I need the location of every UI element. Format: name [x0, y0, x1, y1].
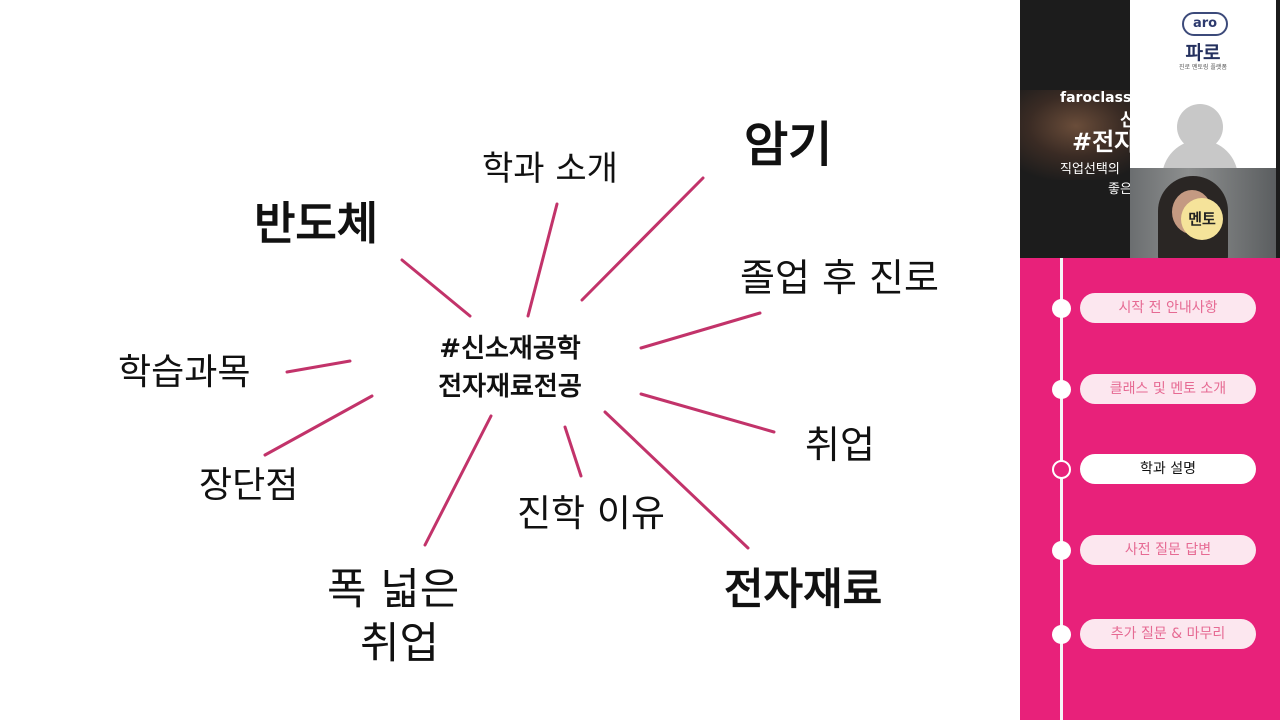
spoke-reason: [563, 425, 583, 478]
agenda-step-label: 클래스 및 멘토 소개: [1080, 374, 1256, 404]
center-topic-line2: 전자재료전공: [438, 372, 582, 402]
spoke-memorization: [580, 176, 705, 302]
agenda-step-label: 추가 질문 & 마무리: [1080, 619, 1256, 649]
agenda-step-4[interactable]: 사전 질문 답변: [1020, 533, 1280, 567]
banner-line2: #전자: [1072, 128, 1137, 156]
agenda-step-1[interactable]: 시작 전 안내사항: [1020, 291, 1280, 325]
spoke-pros-cons: [263, 394, 374, 457]
keyword-employment: 취업: [805, 423, 875, 467]
spoke-electronic-materials: [603, 410, 750, 550]
keyword-reason-for-enrollment: 진학 이유: [517, 492, 665, 535]
center-topic-line1: #신소재공학: [439, 334, 581, 364]
timeline-dot: [1052, 380, 1071, 399]
keyword-broad-employment-line2: 취업: [360, 619, 440, 669]
agenda-step-label: 시작 전 안내사항: [1080, 293, 1256, 323]
mind-map-spokes: [263, 176, 776, 550]
keyword-semiconductor: 반도체: [254, 197, 379, 250]
keyword-dept-intro: 학과 소개: [482, 149, 618, 189]
keyword-memorization: 암기: [744, 117, 833, 173]
timeline-dot: [1052, 299, 1071, 318]
agenda-step-label: 사전 질문 답변: [1080, 535, 1256, 565]
agenda-step-label-active: 학과 설명: [1080, 454, 1256, 484]
faro-logo: aro: [1182, 12, 1228, 36]
agenda-timeline: 시작 전 안내사항 클래스 및 멘토 소개 학과 설명 사전 질문 답변 추가 …: [1020, 258, 1280, 720]
timeline-line: [1060, 258, 1063, 720]
spoke-employment: [639, 392, 776, 434]
avatar-body-icon: [1162, 140, 1238, 168]
banner-line3: 직업선택의: [1060, 162, 1120, 177]
avatar-placeholder: [1130, 0, 1276, 168]
keyword-electronic-materials: 전자재료: [724, 565, 883, 615]
center-topic: #신소재공학 전자재료전공: [395, 330, 625, 406]
right-side-panel: faroclass 신소 #전자 직업선택의 좋은 aro 파로 진로 멘토링 …: [1020, 0, 1280, 720]
agenda-step-2[interactable]: 클래스 및 멘토 소개: [1020, 372, 1280, 406]
keyword-broad-employment-line1: 폭 넓은: [327, 565, 460, 615]
faro-tagline: 진로 멘토링 플랫폼: [1179, 64, 1227, 71]
timeline-dot-active: [1052, 460, 1071, 479]
timeline-dot: [1052, 625, 1071, 644]
timeline-dot: [1052, 541, 1071, 560]
keyword-courses: 학습과목: [118, 352, 251, 393]
faro-name: 파로: [1185, 42, 1221, 64]
banner-line4: 좋은: [1108, 182, 1132, 197]
faro-participant-tile[interactable]: aro 파로 진로 멘토링 플랫폼: [1130, 0, 1276, 168]
mentor-badge: 멘토: [1181, 198, 1223, 240]
agenda-step-5[interactable]: 추가 질문 & 마무리: [1020, 617, 1280, 651]
spoke-career: [639, 311, 762, 350]
spoke-semiconductor: [400, 258, 472, 318]
spoke-broad-employment: [423, 414, 493, 547]
presentation-slide: #신소재공학 전자재료전공 학과 소개 암기 반도체 졸업 후 진로 학습과목 …: [118, 117, 939, 669]
spoke-courses: [285, 359, 352, 374]
spoke-dept-intro: [526, 202, 559, 318]
agenda-step-3[interactable]: 학과 설명: [1020, 452, 1280, 486]
keyword-career-after-graduation: 졸업 후 진로: [740, 256, 939, 300]
keyword-pros-cons: 장단점: [199, 465, 299, 506]
banner-brand: faroclass: [1060, 90, 1132, 106]
mentor-video-tile[interactable]: 멘토: [1130, 168, 1276, 258]
class-banner: faroclass 신소 #전자 직업선택의 좋은 aro 파로 진로 멘토링 …: [1020, 0, 1280, 258]
